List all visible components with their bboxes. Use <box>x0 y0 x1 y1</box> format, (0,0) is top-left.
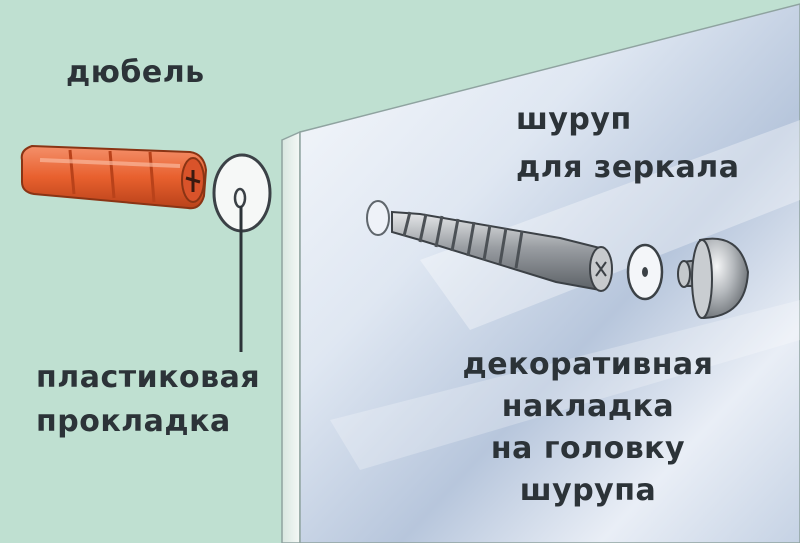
label-washer-line-1: пластиковая <box>36 360 261 395</box>
label-cap-line-1: декоративная <box>462 347 714 382</box>
label-cap-line-4: шурупа <box>519 473 657 508</box>
label-screw-line-1: шуруп <box>516 102 632 137</box>
screw-icon <box>391 210 613 292</box>
label-decorative-cap: декоративная накладка на головку шурупа <box>448 344 728 512</box>
label-cap-line-3: на головку <box>490 431 686 466</box>
decorative-cap-icon <box>677 237 750 320</box>
label-screw: шуруп для зеркала <box>516 96 739 192</box>
mirror-reflection-2 <box>330 300 800 470</box>
mirror-hole <box>366 200 390 236</box>
label-dowel: дюбель <box>66 55 205 90</box>
dowel-icon <box>20 144 208 210</box>
mirror-edge <box>281 130 301 543</box>
label-screw-line-2: для зеркала <box>516 150 740 185</box>
label-plastic-washer: пластиковая прокладка <box>36 356 260 443</box>
label-washer-line-2: прокладка <box>36 403 231 439</box>
screw-washer-icon <box>626 243 664 301</box>
label-cap-line-2: накладка <box>501 389 675 424</box>
mirror-reflection <box>420 120 800 330</box>
